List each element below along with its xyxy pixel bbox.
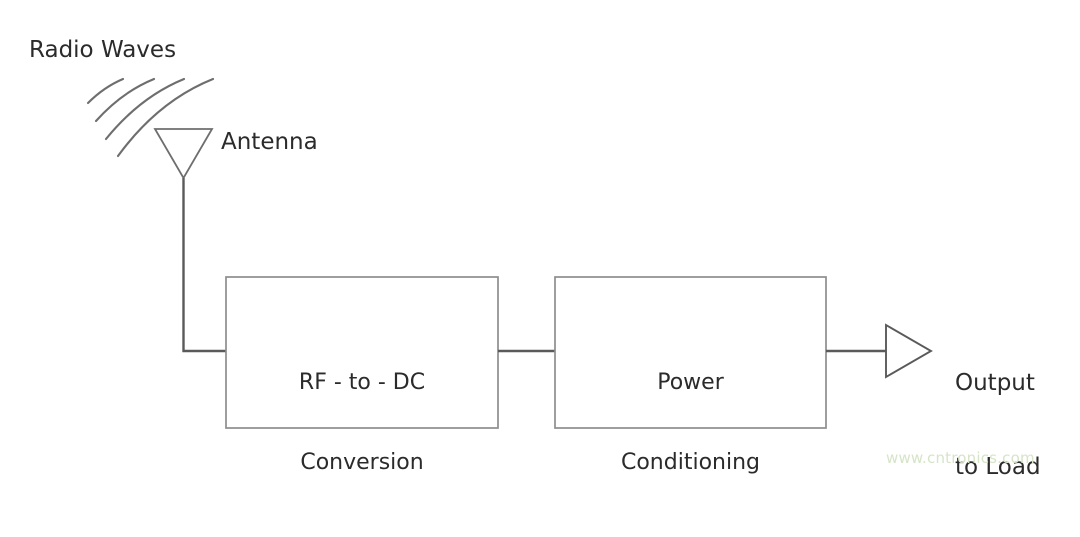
- block-power-conditioning-label: Power Conditioning: [555, 316, 826, 531]
- antenna-triangle-icon: [153, 128, 214, 180]
- block-power-conditioning-label-line2: Conditioning: [620, 450, 760, 476]
- block-rf-to-dc-label-line2: Conversion: [300, 450, 424, 476]
- block-power-conditioning: [554, 276, 827, 429]
- output-to-load-label-line1: Output: [955, 370, 1035, 397]
- output-to-load-label: Output to Load: [955, 313, 1041, 537]
- diagram-vector-layer: [86, 77, 933, 429]
- antenna-feed-line: [182, 178, 226, 353]
- antenna-label: Antenna: [221, 129, 318, 155]
- block-rf-to-dc-label: RF - to - DC Conversion: [226, 316, 498, 531]
- output-to-load-label-line2: to Load: [955, 454, 1041, 481]
- radio-waves-label: Radio Waves: [29, 37, 177, 63]
- block-power-conditioning-label-line1: Power: [657, 369, 724, 395]
- output-triangle-icon: [885, 323, 933, 379]
- radio-wave-arcs-icon: [86, 77, 215, 158]
- block-rf-to-dc: [225, 276, 499, 429]
- watermark-text: www.cntronics.com: [886, 449, 1035, 467]
- block-rf-to-dc-label-line1: RF - to - DC: [298, 369, 426, 395]
- diagram-canvas: Radio Waves Antenna RF - to - DC Convers…: [29, 37, 1041, 480]
